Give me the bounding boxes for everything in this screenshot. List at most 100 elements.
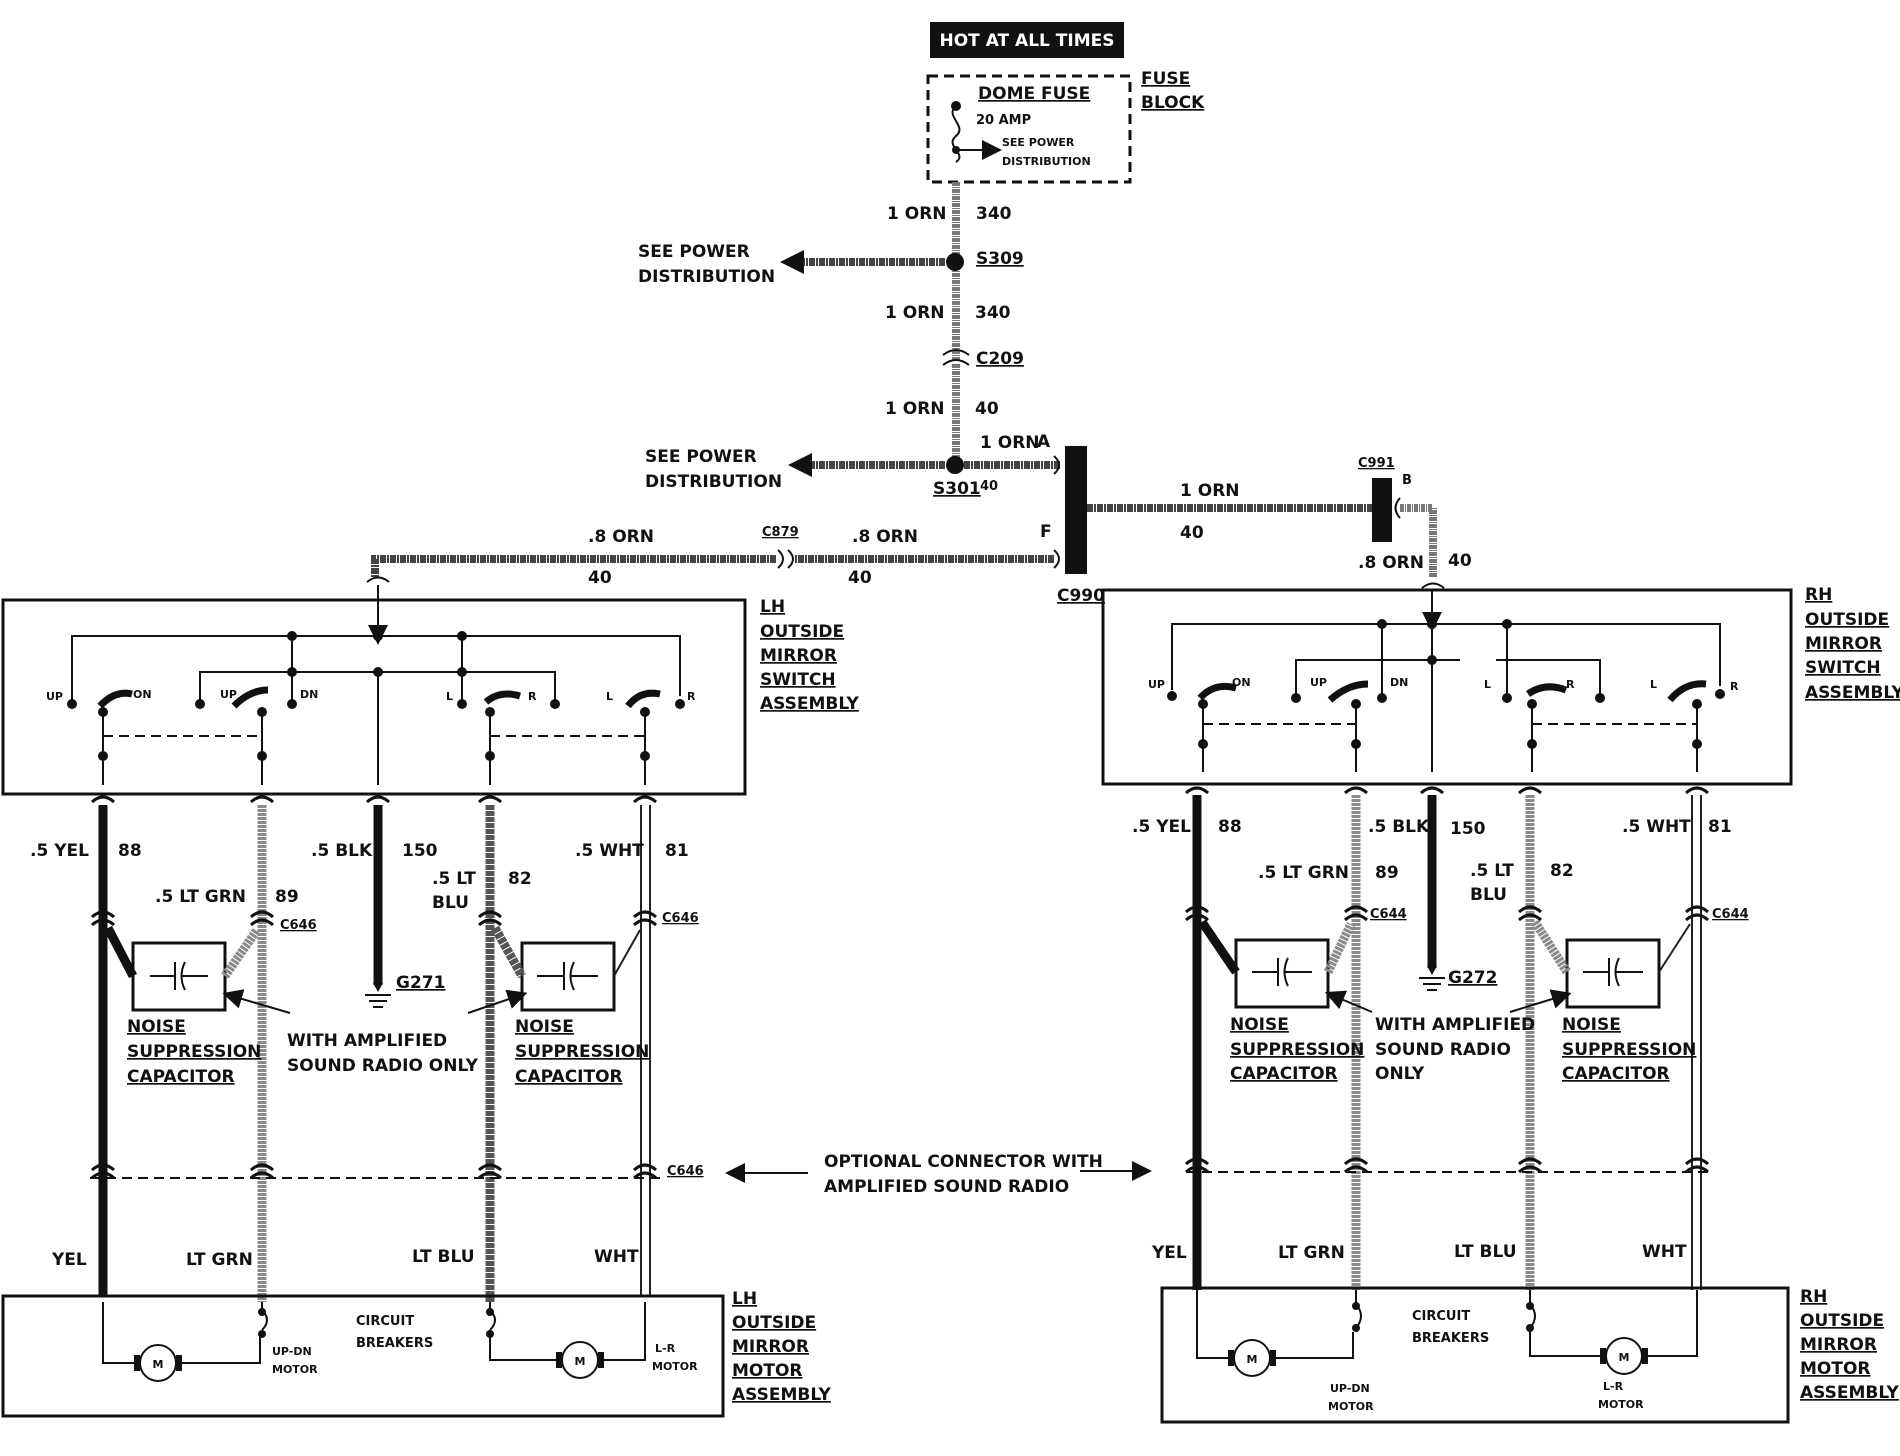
- rh-amp-note-3: ONLY: [1375, 1064, 1425, 1084]
- feed-w1-circuit: 340: [976, 204, 1012, 224]
- rh-cb1-dot-bottom: [1352, 1324, 1360, 1332]
- rh-switch-label-4: SWITCH: [1805, 658, 1881, 678]
- lh-wht-circuit: 81: [665, 841, 689, 861]
- svg-text:M: M: [153, 1358, 164, 1371]
- c209-label: C209: [976, 349, 1024, 369]
- rh-amp-note-1: WITH AMPLIFIED: [1375, 1015, 1535, 1035]
- rh-updn-label-2: MOTOR: [1328, 1400, 1374, 1413]
- optional-note-1: OPTIONAL CONNECTOR WITH: [824, 1152, 1103, 1172]
- c991-pin-b: [1394, 497, 1401, 519]
- rh-cap2-label-3: CAPACITOR: [1562, 1064, 1670, 1084]
- lh-switch-dots: [67, 631, 685, 761]
- rh-cap2-label-2: SUPPRESSION: [1562, 1040, 1696, 1060]
- rh-switch-feed-connector: [1421, 582, 1445, 589]
- lh-cb-label-2: BREAKERS: [356, 1336, 433, 1351]
- rh-amp-pointer-1: [1324, 990, 1373, 1013]
- lh-feed-a-color: .8 ORN: [588, 527, 654, 547]
- rh-top-connectors: [1184, 786, 1710, 795]
- connector-c209: [942, 349, 970, 366]
- pin-f-label: F: [1040, 522, 1052, 542]
- rh-cb-label-1: CIRCUIT: [1412, 1309, 1470, 1324]
- lh-updn-label-1: UP-DN: [272, 1345, 312, 1358]
- rh-sw-r2: R: [1730, 680, 1739, 693]
- s309-arrow: [780, 250, 804, 274]
- rh-motor-assembly-box: [1160, 1286, 1790, 1424]
- rh-sw-on1: ON: [1232, 676, 1251, 689]
- lh-c646-upper-connectors: [90, 910, 658, 927]
- rh-switch-plungers: [1202, 704, 1698, 772]
- lh-cap2-label-1: NOISE: [515, 1017, 574, 1037]
- rh-lr-label-2: MOTOR: [1598, 1398, 1644, 1411]
- rh-cap2-lead-left: [1531, 919, 1571, 975]
- splice-s301: [946, 456, 964, 474]
- rh-ground-g272: [1419, 977, 1445, 991]
- lh-switch-label-3: MIRROR: [760, 646, 837, 666]
- hot-label: HOT AT ALL TIMES: [940, 31, 1115, 51]
- see-power-2a: SEE POWER: [645, 447, 757, 467]
- lh-motor-label-5: ASSEMBLY: [732, 1385, 832, 1405]
- rh-bottom-wht: WHT: [1642, 1242, 1687, 1262]
- lh-yel-circuit: 88: [118, 841, 142, 861]
- lh-sw-r2: R: [687, 690, 696, 703]
- svg-text:M: M: [575, 1355, 586, 1368]
- rh-switch-levers: [1197, 680, 1707, 703]
- svg-text:M: M: [1619, 1351, 1630, 1364]
- rh-feed-circuit: 40: [1180, 523, 1204, 543]
- rh-switch-dots: [1167, 619, 1725, 749]
- rh-sw-r1: R: [1566, 678, 1575, 691]
- lh-bottom-yel: YEL: [51, 1250, 87, 1270]
- rh-feed-color: 1 ORN: [1180, 481, 1240, 501]
- lh-blu-circuit: 82: [508, 869, 532, 889]
- lh-feed-a-circuit: 40: [588, 568, 612, 588]
- lh-sw-dn: DN: [300, 688, 318, 701]
- c990-pin-a: [1053, 455, 1060, 475]
- rh-drop-circuit: 40: [1448, 551, 1472, 571]
- lh-blk-circuit: 150: [402, 841, 438, 861]
- lh-blu-color-1: .5 LT: [432, 869, 476, 889]
- rh-capacitor-1-symbol: [1252, 957, 1312, 987]
- rh-switch-internal-wiring: [1171, 623, 1721, 772]
- rh-blk-color: .5 BLK: [1368, 817, 1430, 837]
- lh-capacitor-1-symbol: [150, 961, 208, 991]
- rh-motor-label-5: ASSEMBLY: [1800, 1383, 1900, 1403]
- lh-sw-on1: ON: [133, 688, 152, 701]
- lh-switch-label-5: ASSEMBLY: [760, 694, 860, 714]
- lh-cap2-label-3: CAPACITOR: [515, 1067, 623, 1087]
- lh-wht-wire: [640, 805, 651, 1295]
- rh-cap1-label-3: CAPACITOR: [1230, 1064, 1338, 1084]
- s301-label: S301: [933, 479, 981, 499]
- see-power-1a: SEE POWER: [638, 242, 750, 262]
- lh-feed-b-circuit: 40: [848, 568, 872, 588]
- lh-updn-motor-icon: M: [134, 1344, 182, 1382]
- lh-switch-plungers: [102, 712, 646, 785]
- lh-blk-color: .5 BLK: [311, 841, 373, 861]
- rh-bottom-yel: YEL: [1151, 1243, 1187, 1263]
- lh-sw-up2: UP: [220, 688, 237, 701]
- rh-cb-label-2: BREAKERS: [1412, 1331, 1489, 1346]
- fuse-see-power: SEE POWER: [1002, 136, 1075, 149]
- c879-label: C879: [762, 525, 799, 540]
- splice-s309: [946, 253, 964, 271]
- lh-lr-label-2: MOTOR: [652, 1360, 698, 1373]
- rh-cap2-lead-right: [1658, 923, 1691, 973]
- lh-grn-circuit: 89: [275, 887, 299, 907]
- feed-w2-circuit: 340: [975, 303, 1011, 323]
- rh-wht-circuit: 81: [1708, 817, 1732, 837]
- lh-updn-label-2: MOTOR: [272, 1363, 318, 1376]
- rh-motor-label-3: MIRROR: [1800, 1335, 1877, 1355]
- rh-ground-label: G272: [1448, 968, 1497, 988]
- lh-c646-b-label: C646: [662, 911, 699, 926]
- lh-motor-label-3: MIRROR: [732, 1337, 809, 1357]
- rh-ground-arrow: [1427, 966, 1437, 975]
- lh-ground-label: G271: [396, 973, 445, 993]
- optional-note-2: AMPLIFIED SOUND RADIO: [824, 1177, 1069, 1197]
- rh-wht-wire: [1691, 795, 1702, 1290]
- lh-motor-assembly-box: [1, 1294, 725, 1418]
- lh-ground-g271: [365, 994, 391, 1008]
- c990-pin-f: [1053, 549, 1060, 569]
- rh-motor-label-1: RH: [1800, 1287, 1827, 1307]
- lh-cap2-lead-left: [491, 925, 526, 979]
- rh-updn-motor-icon: M: [1228, 1339, 1276, 1377]
- feed-w1-color: 1 ORN: [887, 204, 947, 224]
- lh-bottom-wht: WHT: [594, 1247, 639, 1267]
